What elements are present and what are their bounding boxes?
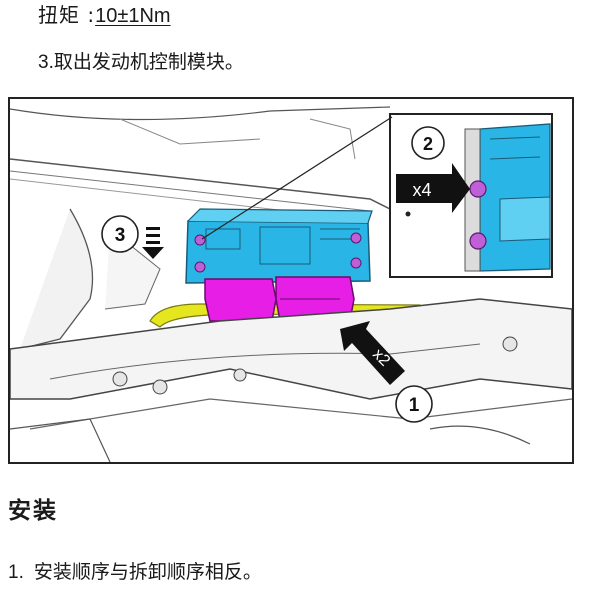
bolt-icon (194, 261, 206, 273)
bolt-quantity: x4 (412, 180, 431, 200)
down-arrow-icon (142, 227, 164, 259)
removal-step-3: 3.取出发动机控制模块。 (38, 44, 244, 80)
step-text: 安装顺序与拆卸顺序相反。 (33, 561, 262, 583)
bolt-icon (469, 180, 487, 198)
torque-spec: 扭矩 :10±1Nm (38, 0, 171, 30)
callout-1: 1 (409, 395, 420, 416)
torque-label: 扭矩 : (38, 3, 96, 27)
step-number: 1. (8, 562, 24, 583)
install-step-1: 1. 安装顺序与拆卸顺序相反。 (8, 556, 262, 589)
step-text: 取出发动机控制模块。 (53, 51, 244, 73)
up-left-arrow-icon (340, 321, 405, 385)
torque-value: 10±1Nm (95, 5, 171, 27)
ecm-removal-illustration: 3 2 x4 (8, 97, 574, 464)
engine-control-module (185, 208, 373, 284)
bolt-icon (350, 232, 362, 244)
bolt-icon (350, 257, 362, 269)
callout-2: 2 (423, 134, 433, 154)
bolt-icon (469, 232, 487, 250)
illustration-svg: 3 2 x4 (10, 99, 572, 462)
module-connectors (204, 276, 355, 322)
install-section-title: 安装 (8, 498, 58, 524)
callout-3: 3 (115, 225, 126, 246)
step-number: 3. (38, 52, 54, 73)
bolt-icon (194, 234, 206, 246)
right-arrow-icon (396, 163, 470, 213)
